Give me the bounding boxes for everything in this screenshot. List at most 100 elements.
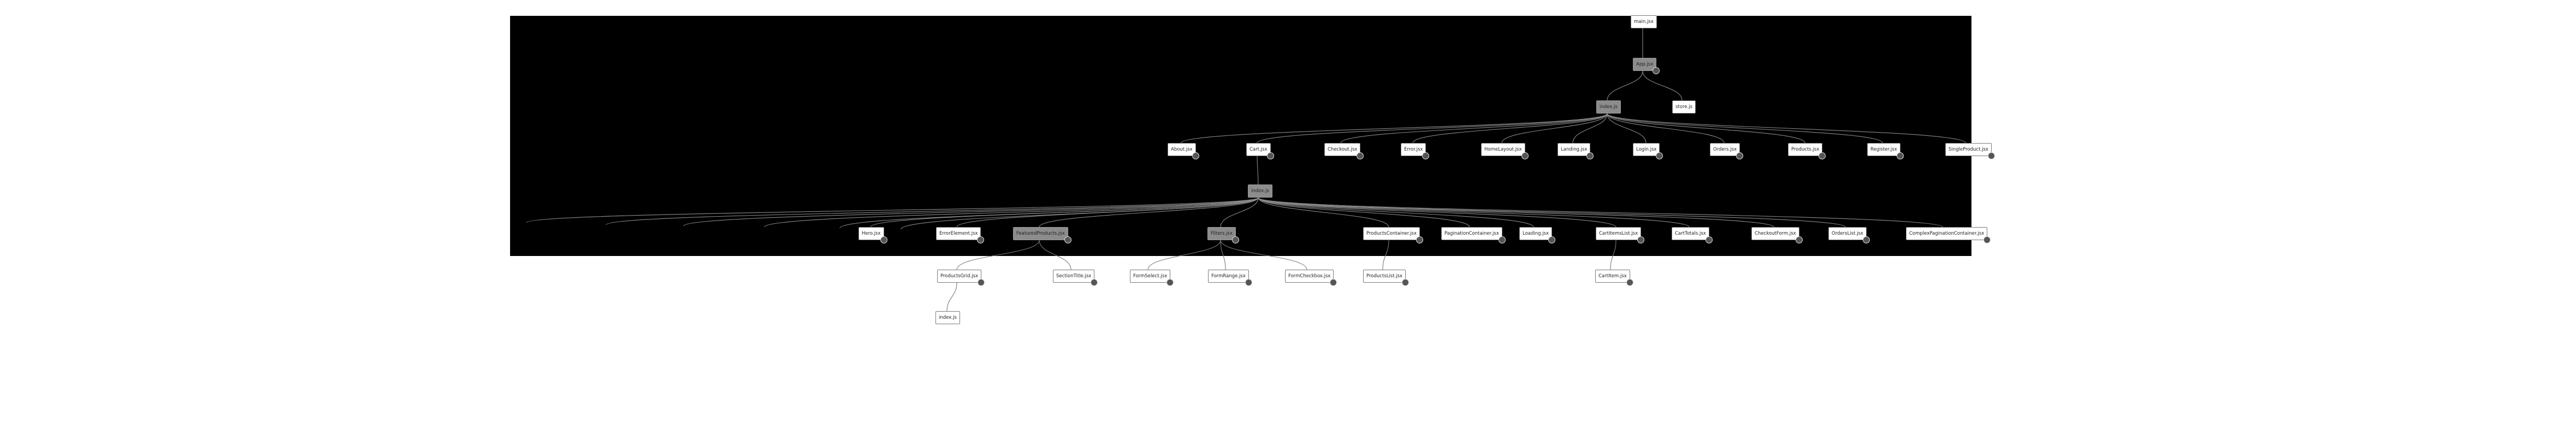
dependency-count-icon[interactable] [1091, 279, 1098, 286]
dependency-count-icon[interactable] [1586, 152, 1594, 159]
dependency-edge [1607, 70, 1643, 101]
file-node[interactable]: SectionTitle.jsx [1053, 270, 1098, 286]
file-node[interactable]: ErrorElement.jsx [936, 227, 985, 243]
file-node[interactable]: Checkout.jsx [1324, 143, 1364, 159]
dependency-count-icon[interactable] [1819, 152, 1826, 159]
dependency-count-icon[interactable] [1736, 152, 1744, 159]
file-node[interactable]: Cart.jsx [1246, 143, 1274, 159]
file-node[interactable]: ProductsContainer.jsx [1363, 227, 1423, 243]
dependency-count-icon[interactable] [1192, 152, 1199, 159]
file-node-label: PaginationContainer.jsx [1444, 231, 1499, 236]
file-node-label: SectionTitle.jsx [1056, 273, 1092, 279]
dependency-count-icon[interactable] [1357, 152, 1364, 159]
offscreen-edge [526, 197, 1259, 223]
file-node[interactable]: SingleProduct.jsx [1945, 143, 1995, 159]
file-node[interactable]: PaginationContainer.jsx [1441, 227, 1506, 243]
file-node-label: Orders.jsx [1713, 147, 1737, 152]
file-node[interactable]: index.js [1596, 100, 1621, 114]
dependency-edge [1039, 240, 1071, 270]
dependency-count-icon[interactable] [1416, 236, 1423, 243]
dependency-edge [1258, 197, 1846, 228]
dependency-count-icon[interactable] [1653, 67, 1660, 74]
file-node-label: Login.jsx [1636, 147, 1657, 152]
dependency-count-icon[interactable] [1330, 279, 1337, 286]
dependency-count-icon[interactable] [1862, 236, 1870, 243]
file-node-label: store.js [1675, 104, 1692, 110]
file-node[interactable]: Orders.jsx [1710, 143, 1744, 159]
file-node[interactable]: About.jsx [1168, 143, 1199, 159]
file-node[interactable]: main.jsx [1631, 15, 1657, 28]
dependency-count-icon[interactable] [1498, 236, 1506, 243]
dependency-count-icon[interactable] [1232, 236, 1240, 243]
dependency-edge [1257, 113, 1608, 144]
file-node-label: FormSelect.jsx [1133, 273, 1168, 279]
dependency-count-icon[interactable] [880, 236, 887, 243]
dependency-edge [1642, 70, 1683, 101]
file-node[interactable]: Register.jsx [1867, 143, 1904, 159]
dependency-count-icon[interactable] [1987, 152, 1995, 159]
file-node-label: Hero.jsx [862, 231, 881, 236]
dependency-count-icon[interactable] [1166, 279, 1174, 286]
file-node-label: HomeLayout.jsx [1484, 147, 1522, 152]
file-node[interactable]: ProductsGrid.jsx [937, 270, 985, 286]
file-node[interactable]: CheckoutForm.jsx [1751, 227, 1803, 243]
offscreen-edge [764, 197, 1259, 228]
file-node-label: ComplexPaginationContainer.jsx [1909, 231, 1985, 236]
file-node[interactable]: FeaturedProducts.jsx [1013, 227, 1071, 243]
file-node[interactable]: ProductsList.jsx [1363, 270, 1410, 286]
dependency-edge [1412, 113, 1608, 144]
dependency-count-icon[interactable] [978, 279, 985, 286]
offscreen-edge [683, 197, 1259, 227]
dependency-edge [1039, 197, 1259, 228]
dependency-count-icon[interactable] [1626, 279, 1633, 286]
file-node[interactable]: CartTotals.jsx [1672, 227, 1713, 243]
dependency-count-icon[interactable] [1637, 236, 1645, 243]
file-node[interactable]: HomeLayout.jsx [1481, 143, 1529, 159]
dependency-edge [1181, 113, 1608, 144]
graph-panel [510, 16, 1971, 256]
dependency-count-icon[interactable] [1795, 236, 1803, 243]
file-node[interactable]: Login.jsx [1633, 143, 1663, 159]
dependency-count-icon[interactable] [1422, 152, 1430, 159]
file-node[interactable]: App.jsx [1633, 58, 1660, 74]
file-node-label: About.jsx [1171, 147, 1193, 152]
dependency-count-icon[interactable] [1245, 279, 1252, 286]
file-node-label: FeaturedProducts.jsx [1016, 231, 1065, 236]
file-node-label: Products.jsx [1791, 147, 1820, 152]
dependency-count-icon[interactable] [1521, 152, 1529, 159]
dependency-count-icon[interactable] [1402, 279, 1410, 286]
dependency-count-icon[interactable] [1548, 236, 1556, 243]
dependency-count-icon[interactable] [977, 236, 985, 243]
dependency-edge [1258, 197, 1774, 228]
dependency-edge [1258, 197, 1470, 228]
file-node[interactable]: FormSelect.jsx [1130, 270, 1174, 286]
dependency-count-icon[interactable] [1656, 152, 1663, 159]
dependency-count-icon[interactable] [1896, 152, 1904, 159]
file-node[interactable]: CartItem.jsx [1595, 270, 1633, 286]
dependency-count-icon[interactable] [1983, 236, 1991, 243]
file-node[interactable]: Filters.jsx [1207, 227, 1240, 243]
file-node[interactable]: ComplexPaginationContainer.jsx [1906, 227, 1991, 243]
file-node-label: main.jsx [1634, 19, 1654, 25]
file-node-label: CartItem.jsx [1598, 273, 1627, 279]
file-node[interactable]: index.js [1248, 184, 1272, 198]
file-node[interactable]: FormCheckbox.jsx [1285, 270, 1337, 286]
file-node-label: Landing.jsx [1561, 147, 1588, 152]
file-node[interactable]: Hero.jsx [858, 227, 887, 243]
file-node[interactable]: Loading.jsx [1519, 227, 1556, 243]
dependency-edge [946, 282, 957, 312]
file-node[interactable]: Landing.jsx [1558, 143, 1594, 159]
dependency-count-icon[interactable] [1705, 236, 1713, 243]
dependency-count-icon[interactable] [1266, 152, 1274, 159]
file-node[interactable]: index.js [935, 311, 960, 324]
file-node[interactable]: Products.jsx [1788, 143, 1826, 159]
file-node[interactable]: OrdersList.jsx [1828, 227, 1870, 243]
file-node-label: index.js [1251, 188, 1269, 194]
file-node[interactable]: store.js [1672, 100, 1696, 114]
dependency-count-icon[interactable] [1064, 236, 1071, 243]
dependency-edge [1607, 113, 1647, 144]
file-node[interactable]: Error.jsx [1401, 143, 1430, 159]
dependency-edge [1607, 113, 1883, 144]
file-node[interactable]: CartItemsList.jsx [1596, 227, 1645, 243]
file-node[interactable]: FormRange.jsx [1208, 270, 1252, 286]
